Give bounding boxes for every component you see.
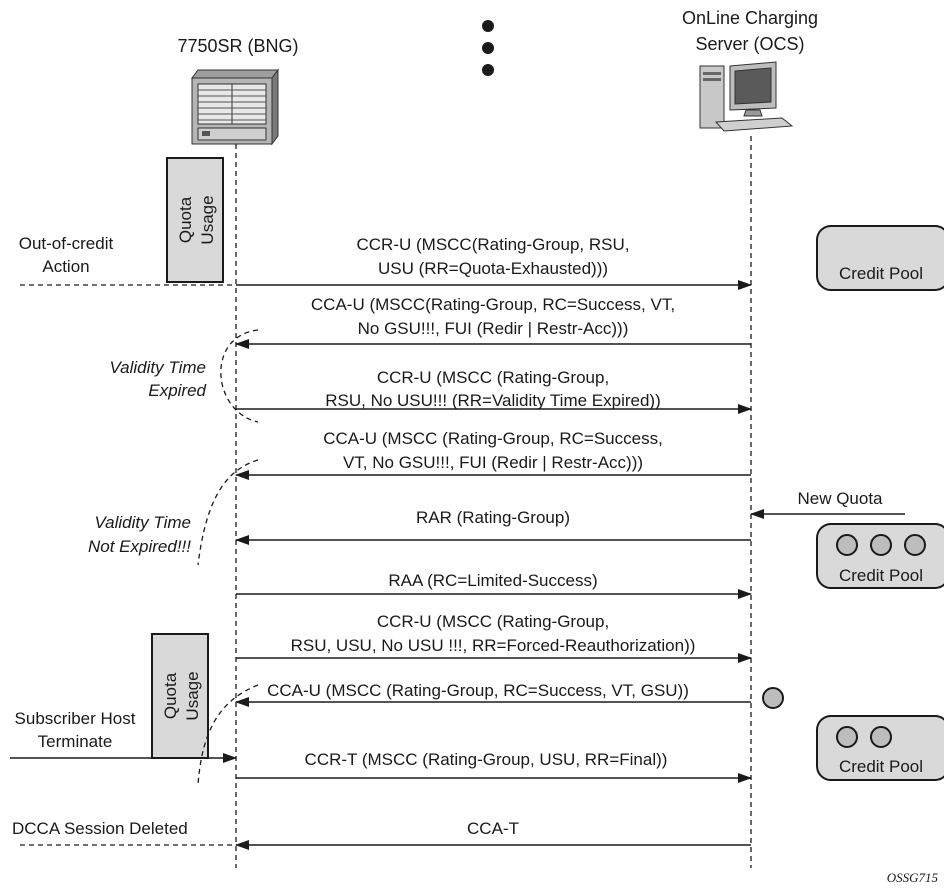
message-ccr-u-1: CCR-U (MSCC(Rating-Group, RSU, USU (RR=Q… <box>236 235 752 290</box>
validity-not-expired-label-line1: Validity Time <box>94 513 191 532</box>
quota-label-line2: Usage <box>183 671 202 720</box>
credit-pool-label: Credit Pool <box>839 264 923 283</box>
figure-tag: OSSG715 <box>887 870 939 885</box>
credit-coin-icon <box>870 534 892 556</box>
credit-pool: Credit Pool <box>816 523 944 589</box>
subscriber-label-line2: Terminate <box>38 732 113 751</box>
message-label: RSU, No USU!!! (RR=Validity Time Expired… <box>325 391 661 410</box>
validity-expired-arc <box>220 329 259 423</box>
message-label: CCA-U (MSCC (Rating-Group, RC=Success, V… <box>267 681 689 700</box>
message-ccr-u-3: CCR-U (MSCC (Rating-Group, RSU, USU, No … <box>236 612 752 663</box>
message-label: USU (RR=Quota-Exhausted))) <box>378 259 608 278</box>
new-quota-label: New Quota <box>797 489 883 508</box>
credit-coin-icon <box>904 534 926 556</box>
message-label: RAA (RC=Limited-Success) <box>388 571 597 590</box>
credit-coin-icon <box>836 726 858 748</box>
router-icon <box>191 68 279 146</box>
message-raa: RAA (RC=Limited-Success) <box>236 571 752 599</box>
message-cca-t: CCA-T <box>235 819 751 850</box>
message-ccr-u-2: CCR-U (MSCC (Rating-Group, RSU, No USU!!… <box>236 368 752 414</box>
message-ccr-t: CCR-T (MSCC (Rating-Group, USU, RR=Final… <box>236 750 752 783</box>
ocs-label-line2: Server (OCS) <box>695 34 804 54</box>
validity-expired-label-line2: Expired <box>148 381 206 400</box>
subscriber-label-line1: Subscriber Host <box>15 709 136 728</box>
message-label: CCR-U (MSCC (Rating-Group, <box>377 612 609 631</box>
credit-pool: Credit Pool <box>816 715 944 781</box>
credit-coin-icon <box>870 726 892 748</box>
validity-expired-label-line1: Validity Time <box>109 358 206 377</box>
validity-not-expired-label-line2: Not Expired!!! <box>88 537 191 556</box>
ellipsis-icon <box>482 20 494 76</box>
message-label: CCR-T (MSCC (Rating-Group, USU, RR=Final… <box>305 750 668 769</box>
credit-coin-icon <box>836 534 858 556</box>
quota-usage-box: Quota Usage <box>151 633 209 759</box>
message-cca-u-1: CCA-U (MSCC(Rating-Group, RC=Success, VT… <box>235 295 751 349</box>
message-label: CCR-U (MSCC(Rating-Group, RSU, <box>357 235 630 254</box>
credit-pool-label: Credit Pool <box>839 566 923 585</box>
message-label: VT, No GSU!!!, FUI (Redir | Restr-Acc))) <box>343 453 643 472</box>
computer-icon <box>699 61 794 132</box>
credit-pool-label: Credit Pool <box>839 757 923 776</box>
message-cca-u-2: CCA-U (MSCC (Rating-Group, RC=Success, V… <box>235 429 751 480</box>
out-of-credit-label-line1: Out-of-credit <box>19 234 114 253</box>
quota-label-line1: Quota <box>161 672 180 719</box>
message-cca-u-3: CCA-U (MSCC (Rating-Group, RC=Success, V… <box>235 681 751 707</box>
bng-label: 7750SR (BNG) <box>177 36 298 56</box>
message-label: RAR (Rating-Group) <box>416 508 570 527</box>
message-label: CCR-U (MSCC (Rating-Group, <box>377 368 609 387</box>
quota-label-line1: Quota <box>176 196 195 243</box>
validity-not-expired-arc <box>197 459 259 566</box>
message-label: CCA-U (MSCC(Rating-Group, RC=Success, VT… <box>311 295 675 314</box>
message-label: CCA-T <box>467 819 519 838</box>
quota-usage-box: Quota Usage <box>166 157 224 283</box>
message-label: No GSU!!!, FUI (Redir | Restr-Acc))) <box>358 319 629 338</box>
message-label: CCA-U (MSCC (Rating-Group, RC=Success, <box>323 429 663 448</box>
quota-label-line2: Usage <box>198 195 217 244</box>
ocs-label-line1: OnLine Charging <box>682 8 818 28</box>
out-of-credit-label-line2: Action <box>42 257 89 276</box>
credit-coin-icon <box>762 687 784 709</box>
subscriber-arc <box>197 684 259 786</box>
message-rar: RAR (Rating-Group) <box>235 508 751 545</box>
message-label: RSU, USU, No USU !!!, RR=Forced-Reauthor… <box>291 636 696 655</box>
dcca-deleted-label: DCCA Session Deleted <box>12 819 188 838</box>
credit-pool: Credit Pool <box>816 225 944 291</box>
